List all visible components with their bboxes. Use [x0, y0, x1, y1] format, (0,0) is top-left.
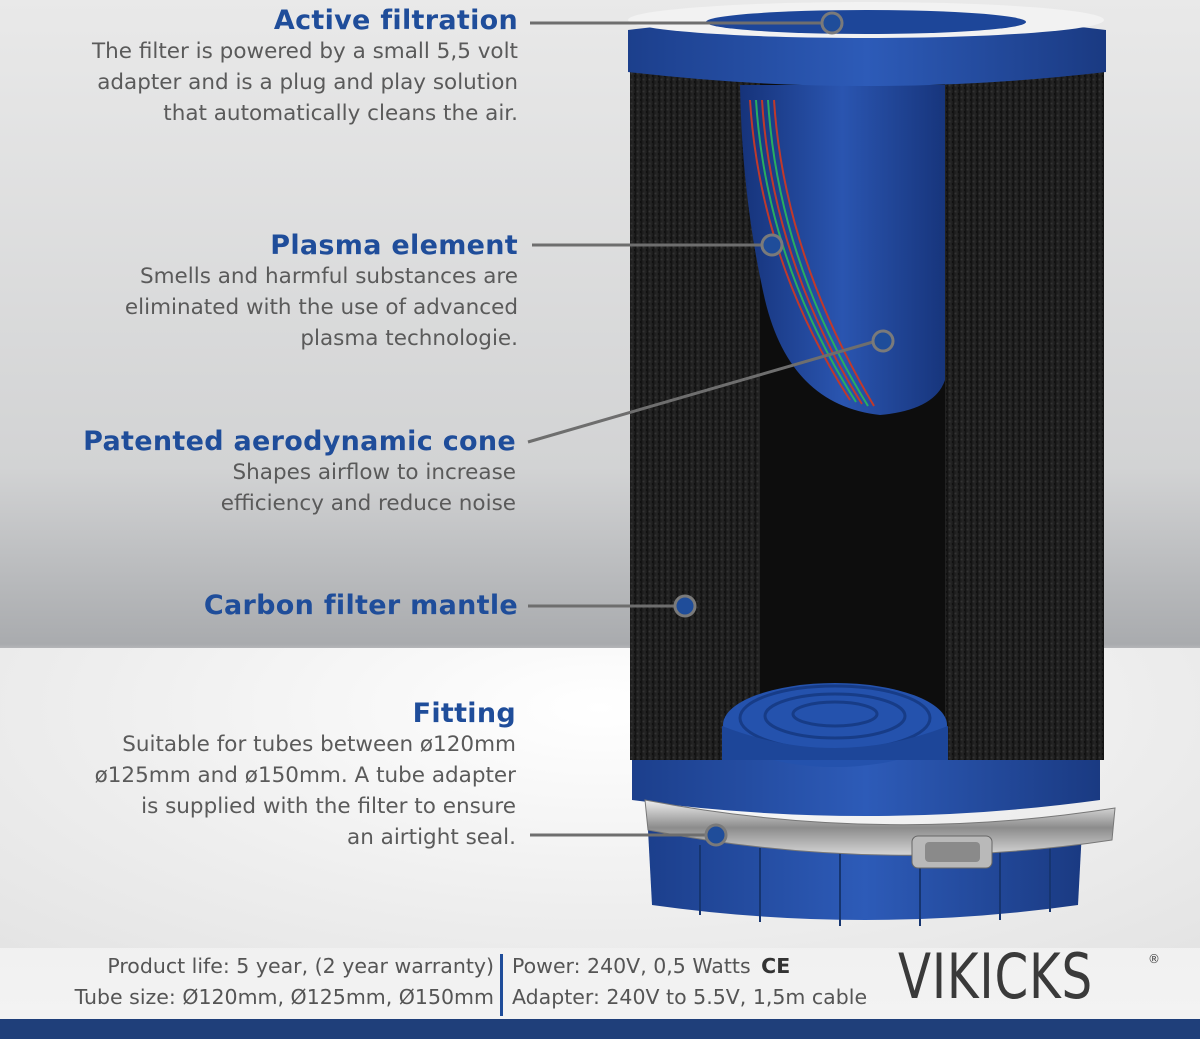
- callout-line: The filter is powered by a small 5,5 vol…: [92, 39, 518, 64]
- carbon-mantle-left: [630, 70, 760, 760]
- callout-carbon-mantle: Carbon filter mantle: [48, 591, 518, 621]
- bottom-bar: [0, 1019, 1200, 1039]
- callout-aerodynamic-cone: Patented aerodynamic cone Shapes airflow…: [0, 427, 516, 519]
- marker-dot: [820, 11, 844, 35]
- callout-line: that automatically cleans the air.: [163, 101, 518, 126]
- power-text: Power: 240V, 0,5 Watts: [512, 954, 751, 978]
- callout-line: adapter and is a plug and play solution: [97, 70, 518, 95]
- footer-specs-left: Product life: 5 year, (2 year warranty) …: [60, 951, 494, 1013]
- registered-mark: ®: [1148, 952, 1160, 966]
- callout-line: plasma technologie.: [300, 326, 518, 351]
- footer-divider: [500, 954, 503, 1016]
- callout-line: is supplied with the filter to ensure: [141, 794, 516, 819]
- callout-title: Patented aerodynamic cone: [83, 426, 516, 457]
- hose-clamp: [644, 799, 1116, 856]
- callout-line: ø125mm and ø150mm. A tube adapter: [94, 763, 516, 788]
- carbon-mantle-right: [945, 70, 1104, 760]
- callout-line: efficiency and reduce noise: [220, 491, 516, 516]
- callout-line: Shapes airflow to increase: [232, 460, 517, 485]
- callout-title: Fitting: [412, 698, 516, 729]
- callout-line: Suitable for tubes between ø120mm: [122, 732, 516, 757]
- footer-specs-right: Power: 240V, 0,5 Watts CE Adapter: 240V …: [512, 951, 867, 1013]
- callout-line: eliminated with the use of advanced: [124, 295, 518, 320]
- plasma-cone: [740, 85, 945, 415]
- callout-fitting: Fitting Suitable for tubes between ø120m…: [46, 699, 516, 853]
- callout-line: Smells and harmful substances are: [139, 264, 518, 289]
- callout-active-filtration: Active filtration The filter is powered …: [48, 6, 518, 129]
- callout-title: Active filtration: [273, 5, 518, 36]
- marker-dot: [704, 823, 728, 847]
- callout-line: an airtight seal.: [347, 825, 516, 850]
- marker-dot: [673, 594, 697, 618]
- adapter-text: Adapter: 240V to 5.5V, 1,5m cable: [512, 985, 868, 1009]
- product-life-text: Product life: 5 year, (2 year warranty): [107, 954, 494, 978]
- callout-title: Plasma element: [270, 230, 518, 261]
- marker-dot: [760, 233, 784, 257]
- ce-mark: CE: [761, 954, 791, 978]
- marker-dot: [871, 329, 895, 353]
- brand-logo: VIKICKS: [898, 940, 1093, 1013]
- callout-title: Carbon filter mantle: [203, 590, 518, 621]
- callout-plasma-element: Plasma element Smells and harmful substa…: [48, 231, 518, 354]
- tube-size-text: Tube size: Ø120mm, Ø125mm, Ø150mm: [74, 985, 494, 1009]
